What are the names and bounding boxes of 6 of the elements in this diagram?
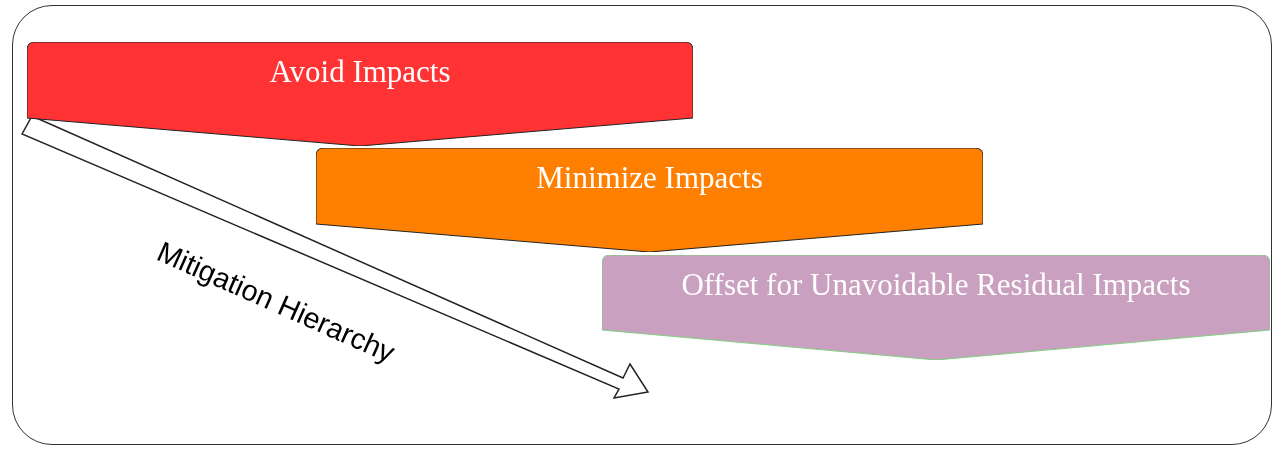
- chevron-shape: [316, 148, 983, 252]
- step-label: Offset for Unavoidable Residual Impacts: [681, 267, 1191, 303]
- step-label: Minimize Impacts: [536, 160, 763, 196]
- chevron-shape: [27, 42, 693, 146]
- step-label: Avoid Impacts: [269, 54, 451, 90]
- chevron-shape: [602, 255, 1270, 360]
